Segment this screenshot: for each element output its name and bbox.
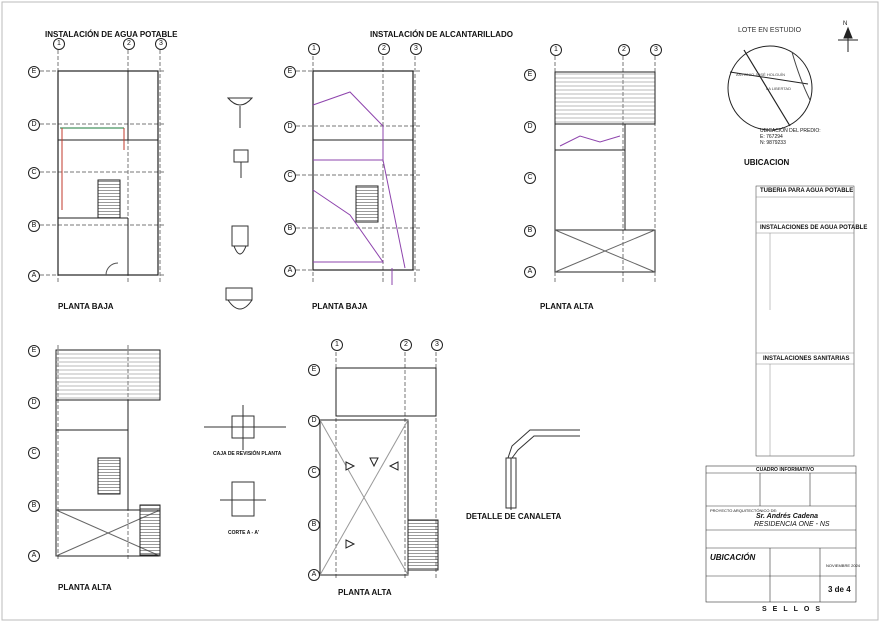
axis-bubble-1: 1 bbox=[550, 44, 562, 56]
axis-bubble-c: C bbox=[28, 167, 40, 179]
plan-agua-baja bbox=[40, 50, 165, 282]
block-ubicacion: UBICACIÓN bbox=[710, 553, 756, 562]
coord-n: N: 9879233 bbox=[760, 140, 786, 146]
axis-bubble-1: 1 bbox=[308, 43, 320, 55]
plan-alcantarillado-baja bbox=[296, 50, 420, 285]
sheet-number: 3 de 4 bbox=[828, 585, 851, 594]
canaleta-detail bbox=[505, 429, 580, 510]
axis-bubble-1: 1 bbox=[53, 38, 65, 50]
label-caja-revision: CAJA DE REVISIÓN PLANTA bbox=[213, 451, 282, 457]
label-detalle-canaleta: DETALLE DE CANALETA bbox=[466, 512, 562, 521]
proyecto-label: PROYECTO ARQUITECTÓNICO DE: bbox=[710, 508, 778, 513]
axis-bubble-a: A bbox=[524, 266, 536, 278]
client-name: Sr. Andrés Cadena bbox=[756, 513, 818, 520]
legend-title-tuberia: TUBERIA PARA AGUA POTABLE bbox=[760, 188, 854, 194]
project-name: RESIDENCIA ONE - NS bbox=[754, 521, 830, 528]
axis-bubble-2: 2 bbox=[618, 44, 630, 56]
street-label: LA LIBERTAD bbox=[766, 86, 791, 91]
label-ubicacion: UBICACION bbox=[744, 158, 790, 167]
axis-bubble-b: B bbox=[28, 500, 40, 512]
axis-bubble-2: 2 bbox=[400, 339, 412, 351]
legend-title-agua: INSTALACIONES DE AGUA POTABLE bbox=[760, 225, 868, 231]
axis-bubble-b: B bbox=[524, 225, 536, 237]
axis-bubble-e: E bbox=[308, 364, 320, 376]
ubicacion-map bbox=[727, 26, 858, 131]
axis-bubble-a: A bbox=[308, 569, 320, 581]
axis-bubble-1: 1 bbox=[331, 339, 343, 351]
axis-bubble-b: B bbox=[308, 519, 320, 531]
axis-bubble-a: A bbox=[28, 270, 40, 282]
coord-e: E: 767294 bbox=[760, 134, 783, 140]
axis-bubble-d: D bbox=[284, 121, 296, 133]
plan-alta-bottom bbox=[55, 345, 161, 560]
axis-bubble-d: D bbox=[28, 119, 40, 131]
axis-bubble-b: B bbox=[284, 223, 296, 235]
axis-bubble-b: B bbox=[28, 220, 40, 232]
plan-alta-center bbox=[319, 352, 439, 578]
caja-revision-detail bbox=[204, 405, 286, 517]
caption: UBICACIÓN DEL PREDIO: bbox=[760, 128, 821, 134]
label-corte: CORTE A - A' bbox=[228, 530, 260, 536]
axis-bubble-c: C bbox=[308, 466, 320, 478]
label-planta-alta: PLANTA ALTA bbox=[58, 583, 112, 592]
axis-bubble-2: 2 bbox=[378, 43, 390, 55]
label-planta-alta: PLANTA ALTA bbox=[540, 302, 594, 311]
axis-bubble-e: E bbox=[28, 345, 40, 357]
legend-title-sanitarias: INSTALACIONES SANITARIAS bbox=[763, 356, 850, 362]
label-planta-alta: PLANTA ALTA bbox=[338, 588, 392, 597]
axis-bubble-d: D bbox=[524, 121, 536, 133]
north-label: N bbox=[843, 21, 848, 27]
street-label: ANTONIO JOSÉ HOLGUÍN bbox=[736, 72, 786, 77]
legend-grid bbox=[755, 185, 855, 457]
fecha: NOVIEMBRE 2024 bbox=[826, 563, 861, 568]
title-lote-estudio: LOTE EN ESTUDIO bbox=[738, 27, 802, 34]
axis-bubble-2: 2 bbox=[123, 38, 135, 50]
axis-bubble-3: 3 bbox=[650, 44, 662, 56]
location-coordinates: UBICACIÓN DEL PREDIO: E: 767294 N: 98792… bbox=[760, 128, 821, 146]
axis-bubble-3: 3 bbox=[155, 38, 167, 50]
title-alcantarillado: INSTALACIÓN DE ALCANTARILLADO bbox=[370, 30, 513, 39]
axis-bubble-c: C bbox=[284, 170, 296, 182]
cuadro-informativo: CUADRO INFORMATIVO bbox=[756, 467, 814, 473]
label-planta-baja: PLANTA BAJA bbox=[312, 302, 368, 311]
axis-bubble-a: A bbox=[28, 550, 40, 562]
sellos-label: SELLOS bbox=[762, 606, 827, 613]
axis-bubble-3: 3 bbox=[431, 339, 443, 351]
axis-bubble-e: E bbox=[284, 66, 296, 78]
title-agua-potable: INSTALACIÓN DE AGUA POTABLE bbox=[45, 30, 178, 39]
title-block-grid bbox=[705, 465, 857, 603]
axis-bubble-a: A bbox=[284, 265, 296, 277]
label-planta-baja: PLANTA BAJA bbox=[58, 302, 114, 311]
axis-bubble-3: 3 bbox=[410, 43, 422, 55]
axis-bubble-e: E bbox=[524, 69, 536, 81]
axis-bubble-e: E bbox=[28, 66, 40, 78]
axis-bubble-c: C bbox=[524, 172, 536, 184]
fixture-details bbox=[225, 97, 254, 310]
axis-bubble-d: D bbox=[28, 397, 40, 409]
axis-bubble-d: D bbox=[308, 415, 320, 427]
axis-bubble-c: C bbox=[28, 447, 40, 459]
plan-alta-top bbox=[554, 50, 656, 282]
